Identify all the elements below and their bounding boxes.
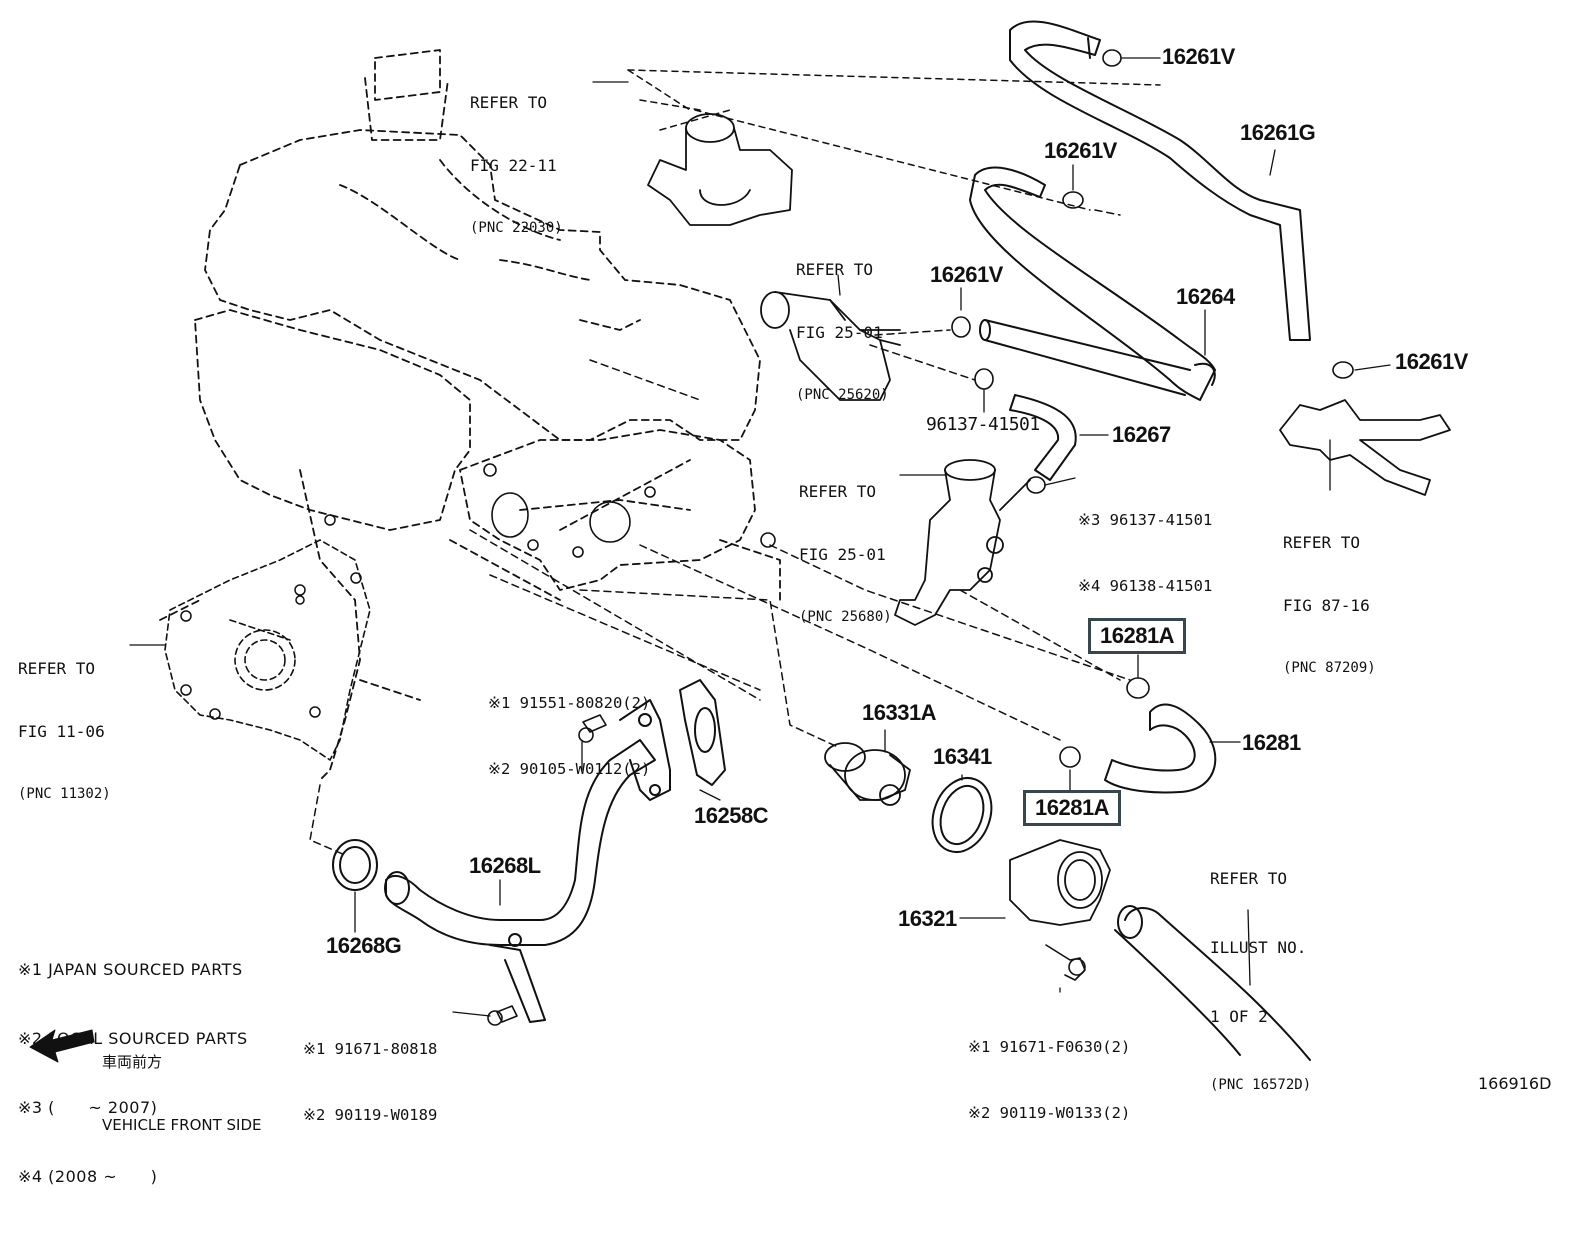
opt-line-2: ※4 96138-41501 bbox=[1078, 577, 1213, 595]
bypass-pipe bbox=[384, 699, 671, 1023]
vehicle-front-label: 車両前方 VEHICLE FRONT SIDE bbox=[102, 1010, 262, 1178]
ref-line-3: (PNC 25680) bbox=[799, 609, 892, 625]
opt-line-2: ※2 90119-W0189 bbox=[303, 1106, 438, 1124]
gasket-16341 bbox=[931, 777, 993, 853]
part-16261V-left[interactable]: 16261V bbox=[930, 262, 1003, 287]
clamp-parts[interactable]: ※3 96137-41501 ※4 96138-41501 bbox=[1078, 465, 1212, 641]
parts-diagram bbox=[29, 20, 1451, 1063]
hose-16267 bbox=[1009, 394, 1077, 481]
ref-line-1: REFER TO bbox=[470, 93, 548, 112]
ref-line-3: (PNC 25620) bbox=[796, 387, 889, 403]
ref-fig-25-01-a[interactable]: REFER TO FIG 25-01 (PNC 25620) bbox=[796, 217, 889, 448]
opt-line-1: ※1 91551-80820(2) bbox=[488, 694, 651, 712]
bracket-bolt-parts[interactable]: ※1 91671-80818 ※2 90119-W0189 bbox=[303, 994, 437, 1170]
water-valve bbox=[760, 291, 901, 401]
opt-line-2: ※2 90119-W0133(2) bbox=[968, 1104, 1131, 1122]
ref-line-4: (PNC 16572D) bbox=[1210, 1077, 1312, 1093]
water-pump bbox=[164, 539, 371, 761]
ref-line-2: FIG 11-06 bbox=[18, 722, 105, 741]
part-96137-41501[interactable]: 96137-41501 bbox=[926, 414, 1040, 435]
outlet-bolt-parts[interactable]: ※1 91671-F0630(2) ※2 90119-W0133(2) bbox=[968, 992, 1130, 1168]
part-16261G[interactable]: 16261G bbox=[1240, 120, 1316, 145]
hose-16264 bbox=[969, 166, 1216, 401]
gasket-16258C bbox=[679, 679, 726, 786]
front-arrow-icon bbox=[29, 1029, 95, 1063]
legend-line-2: ※2 LOCAL SOURCED PARTS bbox=[18, 1029, 248, 1048]
ref-line-1: REFER TO bbox=[796, 260, 874, 279]
gasket-16268G bbox=[332, 839, 378, 891]
ref-line-3: (PNC 87209) bbox=[1283, 660, 1376, 676]
leader-lines bbox=[129, 57, 1391, 1017]
ref-line-3: 1 OF 2 bbox=[1210, 1007, 1268, 1026]
ref-line-1: REFER TO bbox=[1210, 869, 1288, 888]
opt-line-1: ※1 91671-F0630(2) bbox=[968, 1038, 1131, 1056]
water-outlet-16321 bbox=[1009, 839, 1111, 926]
opt-line-1: ※1 91671-80818 bbox=[303, 1040, 438, 1058]
part-16267[interactable]: 16267 bbox=[1112, 422, 1171, 447]
bolt-outlet bbox=[1045, 944, 1086, 981]
ref-fig-11-06[interactable]: REFER TO FIG 11-06 (PNC 11302) bbox=[18, 616, 111, 847]
part-16261V-top[interactable]: 16261V bbox=[1162, 44, 1235, 69]
part-16341[interactable]: 16341 bbox=[933, 744, 992, 769]
vehicle-front-jp: 車両前方 bbox=[102, 1053, 163, 1071]
ref-line-1: REFER TO bbox=[18, 659, 96, 678]
engine-block-outline bbox=[159, 49, 781, 781]
hose-16261G bbox=[1009, 20, 1311, 341]
part-16281A-top-highlight[interactable]: 16281A bbox=[1088, 618, 1187, 654]
part-16258C[interactable]: 16258C bbox=[694, 803, 769, 828]
hose-16281 bbox=[1104, 703, 1217, 794]
ref-line-2: FIG 22-11 bbox=[470, 156, 557, 175]
opt-line-2: ※2 90105-W0112(2) bbox=[488, 760, 651, 778]
dashed-leaders bbox=[309, 209, 1131, 856]
part-16261V-mid[interactable]: 16261V bbox=[1044, 138, 1117, 163]
ref-line-2: FIG 25-01 bbox=[796, 323, 883, 342]
part-16281[interactable]: 16281 bbox=[1242, 730, 1301, 755]
part-16331A[interactable]: 16331A bbox=[862, 700, 937, 725]
opt-line-1: ※3 96137-41501 bbox=[1078, 511, 1213, 529]
ref-line-1: REFER TO bbox=[1283, 533, 1361, 552]
part-16321[interactable]: 16321 bbox=[898, 906, 957, 931]
ref-line-1: REFER TO bbox=[799, 482, 877, 501]
ref-line-2: FIG 25-01 bbox=[799, 545, 886, 564]
thermostat bbox=[824, 742, 911, 806]
part-16264[interactable]: 16264 bbox=[1176, 284, 1235, 309]
bypass-housing bbox=[894, 459, 1031, 626]
ref-illust-1-of-2[interactable]: REFER TO ILLUST NO. 1 OF 2 (PNC 16572D) bbox=[1210, 821, 1311, 1143]
legend-line-1: ※1 JAPAN SOURCED PARTS bbox=[18, 960, 243, 979]
ref-fig-25-01-b[interactable]: REFER TO FIG 25-01 (PNC 25680) bbox=[799, 439, 892, 670]
gasket-bolt-parts[interactable]: ※1 91551-80820(2) ※2 90105-W0112(2) bbox=[488, 648, 650, 824]
part-16281A-bottom-highlight[interactable]: 16281A bbox=[1023, 790, 1122, 826]
figure-id: 166916D bbox=[1478, 1074, 1552, 1093]
small-bolts bbox=[487, 714, 607, 1026]
ref-line-2: FIG 87-16 bbox=[1283, 596, 1370, 615]
part-16261V-right[interactable]: 16261V bbox=[1395, 349, 1468, 374]
ref-line-3: (PNC 11302) bbox=[18, 786, 111, 802]
clamps bbox=[951, 49, 1354, 768]
part-16268L[interactable]: 16268L bbox=[469, 853, 541, 878]
ref-line-2: ILLUST NO. bbox=[1210, 938, 1307, 957]
engine-holes bbox=[483, 463, 776, 558]
ref-fig-87-16[interactable]: REFER TO FIG 87-16 (PNC 87209) bbox=[1283, 490, 1376, 721]
ref-line-3: (PNC 22030) bbox=[470, 220, 563, 236]
radiator-hose bbox=[1114, 905, 1311, 1061]
part-16268G[interactable]: 16268G bbox=[326, 933, 402, 958]
ref-fig-22-11[interactable]: REFER TO FIG 22-11 (PNC 22030) bbox=[470, 50, 563, 281]
water-pump-bolts bbox=[180, 514, 362, 720]
vehicle-front-en: VEHICLE FRONT SIDE bbox=[102, 1116, 262, 1134]
